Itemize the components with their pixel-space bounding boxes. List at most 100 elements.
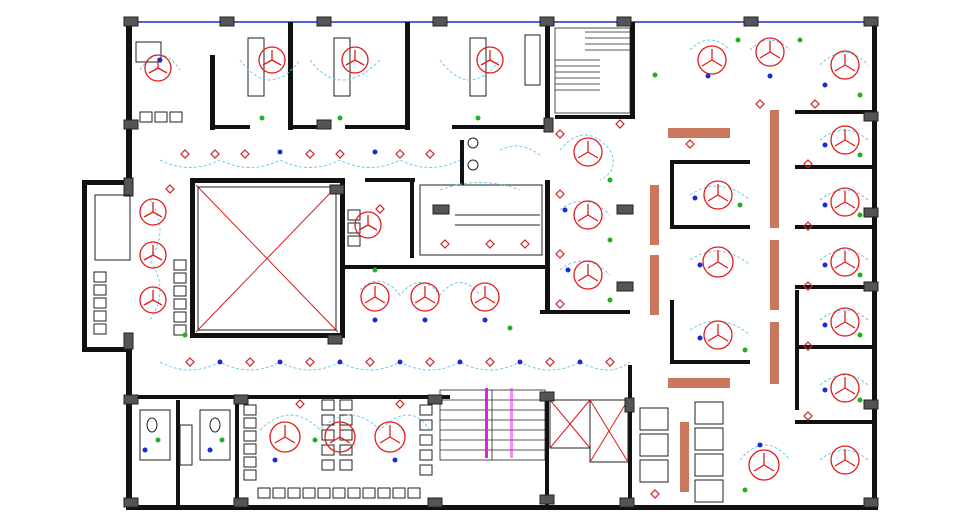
socket-outlet-icon	[857, 212, 863, 218]
socket-outlet-icon	[372, 267, 378, 273]
ceiling-fan-icon	[830, 187, 860, 217]
seating	[93, 111, 433, 499]
column-icon	[539, 494, 555, 505]
light-point-icon	[277, 359, 283, 365]
ceiling-fan-icon	[354, 211, 382, 239]
ceiling-fan-icon	[476, 46, 504, 74]
light-point-icon	[337, 359, 343, 365]
column-icon	[616, 281, 634, 292]
switch-icon	[295, 399, 305, 409]
column-icon	[616, 204, 634, 215]
ceiling-fan-icon	[830, 50, 860, 80]
light-point-icon	[692, 195, 698, 201]
ceiling-fan-icon	[324, 421, 356, 453]
brick-partitions	[650, 110, 779, 492]
ceiling-fan-icon	[697, 45, 727, 75]
ceiling-fan-icon	[748, 449, 780, 481]
light-point-icon	[277, 149, 283, 155]
ceiling-fan-icon	[139, 241, 167, 269]
switch-icon	[305, 357, 315, 367]
switch-icon	[555, 249, 565, 259]
chair-icon	[257, 487, 421, 499]
socket-outlet-icon	[737, 202, 743, 208]
light-point-icon	[272, 457, 278, 463]
column-icon	[233, 394, 249, 405]
socket-outlet-icon	[337, 115, 343, 121]
chair-icon	[243, 404, 257, 481]
ceiling-fan-icon	[139, 286, 167, 314]
light-point-icon	[397, 359, 403, 365]
light-point-icon	[207, 447, 213, 453]
column-icon	[219, 16, 235, 27]
light-point-icon	[697, 262, 703, 268]
switch-icon	[615, 119, 625, 129]
socket-outlet-icon	[735, 37, 741, 43]
ceiling-fan-icon	[830, 125, 860, 155]
switch-icon	[240, 149, 250, 159]
switch-icon	[605, 357, 615, 367]
light-point-icon	[697, 335, 703, 341]
switch-icon	[685, 139, 695, 149]
column-icon	[427, 394, 443, 405]
ceiling-fan-icon	[702, 246, 734, 278]
switch-icon	[395, 399, 405, 409]
switch-icon	[185, 357, 195, 367]
switch-icon	[803, 281, 813, 291]
ceiling-fan-icon	[258, 46, 286, 74]
light-point-icon	[822, 262, 828, 268]
column-icon	[743, 16, 759, 27]
socket-outlet-icon	[475, 115, 481, 121]
column-icon	[863, 281, 879, 292]
switch-icon	[545, 357, 555, 367]
switch-icon	[245, 357, 255, 367]
switch-icon	[440, 239, 450, 249]
socket-outlet-icon	[857, 397, 863, 403]
ceiling-fan-icon	[830, 307, 860, 337]
light-point-icon	[767, 73, 773, 79]
switches	[165, 99, 820, 499]
lift-shaft	[549, 399, 629, 463]
column-icon	[432, 204, 450, 215]
column-icon	[616, 16, 632, 27]
switch-icon	[305, 149, 315, 159]
light-point-icon	[822, 142, 828, 148]
ceiling-fan-icon	[573, 200, 603, 230]
switch-icon	[803, 159, 813, 169]
light-point-icon	[562, 207, 568, 213]
column-icon	[863, 399, 879, 410]
switch-icon	[650, 489, 660, 499]
switch-icon	[425, 357, 435, 367]
toilet-icon	[139, 137, 479, 466]
socket-outlet-icon	[607, 237, 613, 243]
column-icon	[427, 497, 443, 508]
column-icon	[316, 16, 332, 27]
column-icon	[123, 332, 134, 350]
switch-icon	[375, 204, 385, 214]
column-icon	[624, 397, 635, 413]
column-icon	[863, 111, 879, 122]
column-icon	[123, 16, 139, 27]
ceiling-fans	[139, 37, 860, 481]
switch-icon	[555, 299, 565, 309]
column-icon	[539, 16, 555, 27]
socket-outlet-icon	[312, 437, 318, 443]
column-icon	[863, 16, 879, 27]
storage-bays	[639, 401, 724, 503]
interior-walls	[130, 22, 875, 510]
socket-outlet-icon	[607, 297, 613, 303]
ceiling-fan-icon	[139, 198, 167, 226]
switch-icon	[803, 411, 813, 421]
switch-icon	[555, 189, 565, 199]
socket-outlet-icon	[607, 177, 613, 183]
central-void	[195, 184, 339, 333]
chair-icon	[173, 259, 187, 336]
staircase-icon	[439, 388, 546, 461]
ceiling-fan-icon	[341, 46, 369, 74]
switch-icon	[165, 184, 175, 194]
light-point-icon	[577, 359, 583, 365]
socket-outlet-icon	[742, 487, 748, 493]
light-point-icon	[482, 317, 488, 323]
ceiling-fan-icon	[830, 445, 860, 475]
light-point-icon	[457, 359, 463, 365]
